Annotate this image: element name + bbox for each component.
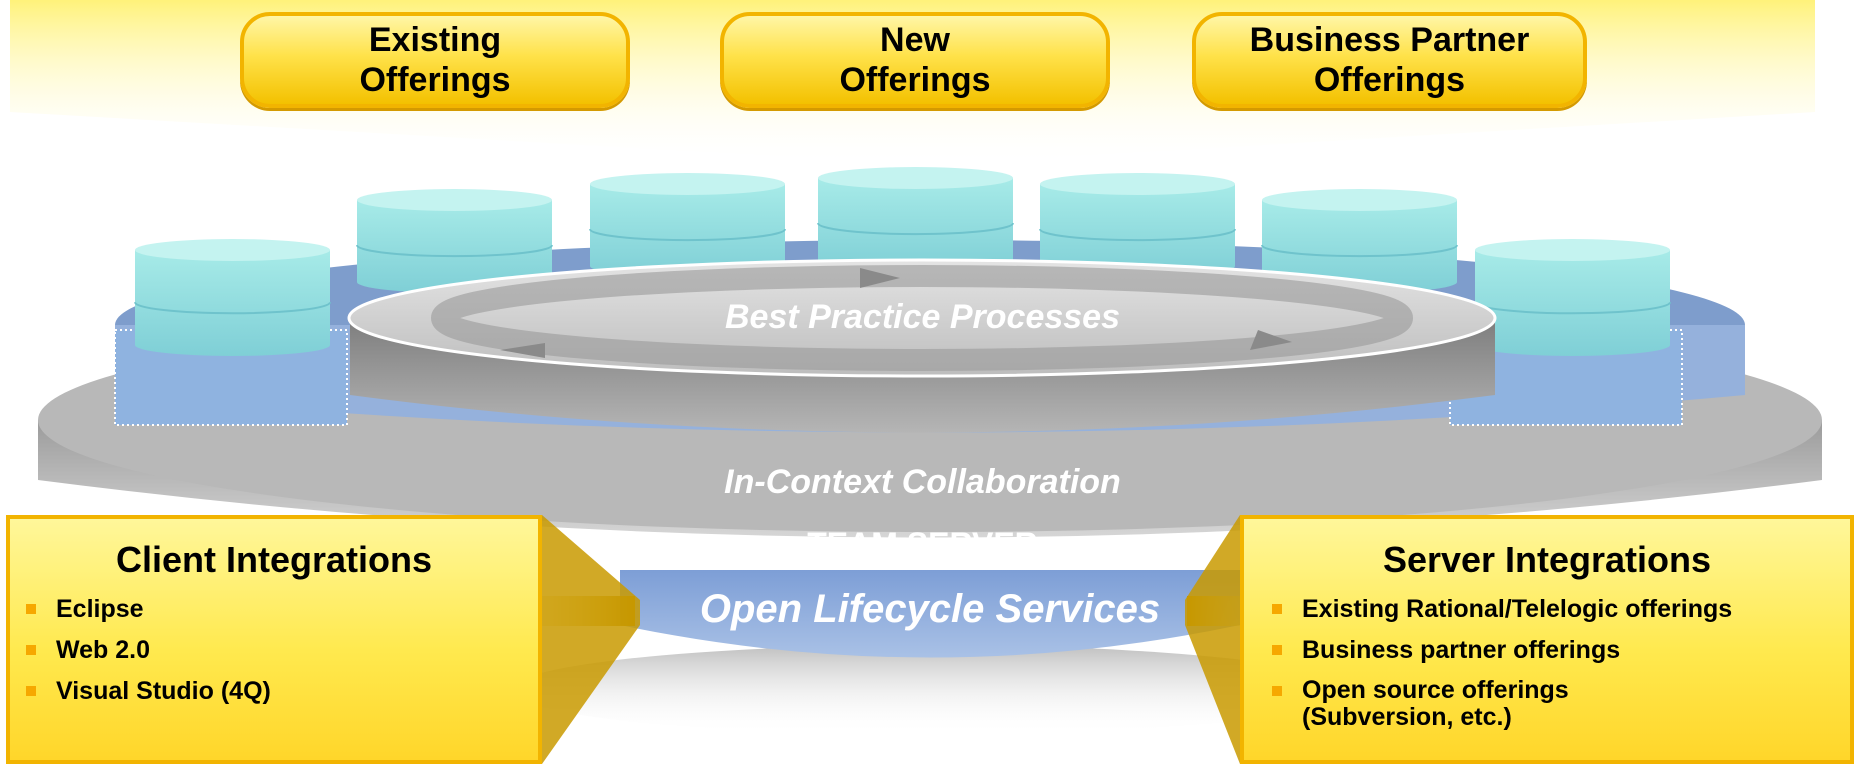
- bullet-icon: [1272, 645, 1282, 655]
- bullet-icon: [1272, 686, 1282, 696]
- server-list: Existing Rational/Telelogic offerings Bu…: [1244, 595, 1850, 731]
- list-item: Web 2.0: [26, 636, 538, 665]
- offering-new[interactable]: New Offerings: [720, 12, 1110, 108]
- list-item: Open source offerings (Subversion, etc.): [1272, 677, 1850, 731]
- lifecycle-band: [620, 570, 1240, 658]
- process-cycle-arrows: [431, 265, 1413, 371]
- tool-cylinder-3: [589, 173, 786, 277]
- cycle-arrow-head-top: [860, 268, 900, 288]
- server-item-label: Business partner offerings: [1302, 636, 1621, 664]
- cycle-arrow-head-left: [500, 343, 545, 358]
- collaboration-label: In-Context Collaboration: [724, 463, 1121, 501]
- client-item-label: Web 2.0: [56, 636, 151, 664]
- bullet-icon: [26, 645, 36, 655]
- lifecycle-label: Open Lifecycle Services: [699, 587, 1161, 631]
- offering-existing[interactable]: Existing Offerings: [240, 12, 630, 108]
- server-panel-title: Server Integrations: [1382, 539, 1712, 580]
- bullet-icon: [1272, 604, 1282, 614]
- platform-shadow: [510, 645, 1350, 735]
- tool-cylinder-4: [817, 167, 1014, 271]
- client-integrations-panel: Client Integrations Eclipse Web 2.0 Visu…: [6, 515, 542, 764]
- tool-cylinder-6: [1261, 189, 1458, 293]
- offering-business-partner[interactable]: Business Partner Offerings: [1192, 12, 1587, 108]
- client-item-label: Eclipse: [56, 595, 144, 623]
- client-list: Eclipse Web 2.0 Visual Studio (4Q): [10, 595, 538, 706]
- tool-cylinder-5: [1039, 173, 1236, 277]
- server-item-label: Open source offerings (Subversion, etc.): [1302, 676, 1569, 731]
- list-item: Visual Studio (4Q): [26, 677, 538, 706]
- list-item: Existing Rational/Telelogic offerings: [1272, 595, 1850, 624]
- client-panel-title: Client Integrations: [115, 539, 433, 580]
- bullet-icon: [26, 686, 36, 696]
- client-item-label: Visual Studio (4Q): [56, 677, 271, 705]
- cycle-arrow-head-right: [1250, 330, 1292, 350]
- team-server-label: TEAM SERVER: [807, 526, 1038, 562]
- client-panel-bevel: [542, 515, 640, 764]
- server-integrations-panel: Server Integrations Existing Rational/Te…: [1240, 515, 1854, 764]
- server-panel-bevel: [1185, 515, 1240, 764]
- bullet-icon: [26, 604, 36, 614]
- best-practice-label: Best Practice Processes: [724, 298, 1121, 336]
- list-item: Eclipse: [26, 595, 538, 624]
- server-item-label: Existing Rational/Telelogic offerings: [1302, 595, 1733, 623]
- tool-cylinder-2: [356, 189, 553, 293]
- tool-cylinder-1: [134, 239, 331, 357]
- list-item: Business partner offerings: [1272, 636, 1850, 665]
